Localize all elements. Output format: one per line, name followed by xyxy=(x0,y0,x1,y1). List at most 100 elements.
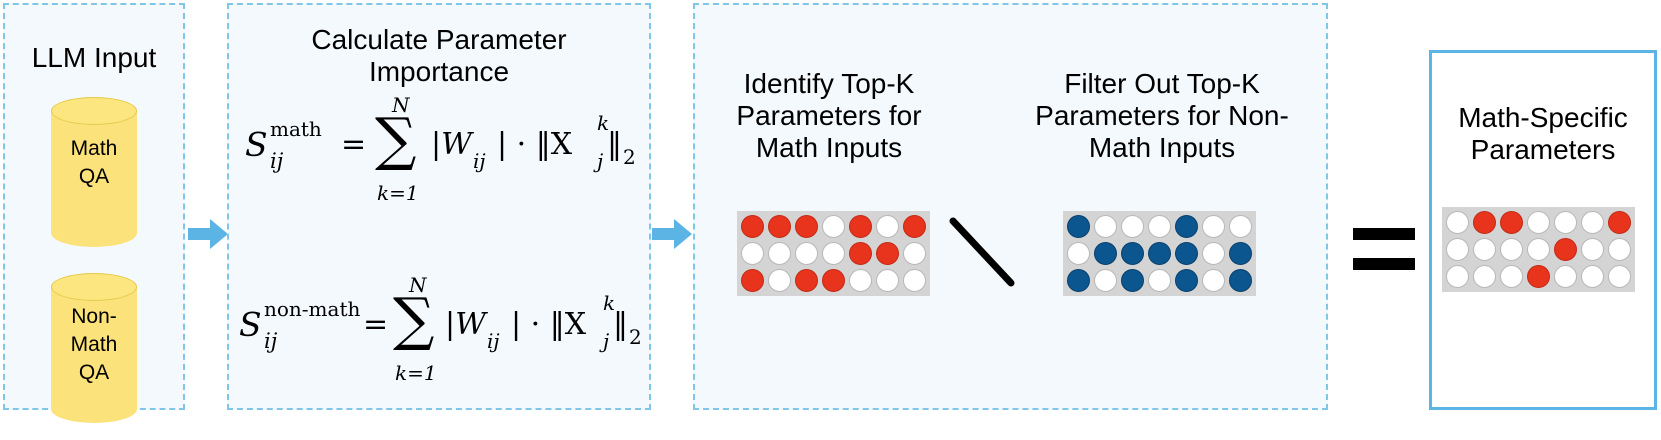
f2-body: |W xyxy=(445,307,486,342)
f1-body2-superscript: k xyxy=(597,111,610,135)
f2-body-subscript: ij xyxy=(487,329,500,353)
non-math-parameter-cell xyxy=(1121,242,1144,265)
grid-row xyxy=(1446,211,1631,234)
empty-parameter-cell xyxy=(1554,265,1577,288)
non-math-parameter-cell xyxy=(1121,269,1144,292)
empty-parameter-cell xyxy=(1446,265,1469,288)
empty-parameter-cell xyxy=(1527,238,1550,261)
equals-icon xyxy=(1353,228,1415,270)
arrow-right-icon xyxy=(188,219,228,249)
grid-row xyxy=(741,269,926,292)
math-parameter-cell xyxy=(1554,238,1577,261)
math-parameter-cell xyxy=(1500,211,1523,234)
importance-title-line1: Calculate Parameter xyxy=(311,24,567,55)
llm-input-title: LLM Input xyxy=(31,42,157,73)
grid-row xyxy=(1067,215,1252,238)
empty-parameter-cell xyxy=(822,215,845,238)
f1-body-subscript: ij xyxy=(473,149,486,173)
empty-parameter-cell xyxy=(1473,265,1496,288)
non-math-parameter-cell xyxy=(1067,269,1090,292)
empty-parameter-cell xyxy=(1581,211,1604,234)
f1-sum-lower: k=1 xyxy=(377,181,419,205)
empty-parameter-cell xyxy=(768,242,791,265)
f1-subscript: ij xyxy=(270,149,284,173)
non-math-importance-formula: S non-math ij = N ∑ k=1 |W ij | · ‖X k j… xyxy=(239,273,649,393)
identify-title-line2: Parameters for xyxy=(736,100,922,131)
f1-equals: = xyxy=(341,127,367,162)
f2-superscript: non-math xyxy=(264,297,361,321)
f1-superscript: math xyxy=(270,117,322,141)
non-math-parameter-cell xyxy=(1094,242,1117,265)
grid-row xyxy=(741,242,926,265)
grid-row xyxy=(1067,269,1252,292)
non-math-qa-label-line2: Math xyxy=(70,333,118,356)
f2-body2-superscript: k xyxy=(603,291,616,315)
f1-norm: ‖ xyxy=(607,127,622,162)
f2-sum-lower: k=1 xyxy=(395,361,437,385)
empty-parameter-cell xyxy=(822,242,845,265)
f1-norm-subscript: 2 xyxy=(623,145,636,169)
identify-title-line1: Identify Top-K xyxy=(743,68,915,99)
non-math-parameter-cell xyxy=(1229,242,1252,265)
f2-sum-upper: N xyxy=(409,273,427,297)
empty-parameter-cell xyxy=(1581,265,1604,288)
filter-title-line1: Filter Out Top-K xyxy=(1064,68,1260,99)
math-specific-grid xyxy=(1442,207,1635,292)
math-importance-formula: S math ij = N ∑ k=1 |W ij | · ‖X k j ‖ 2 xyxy=(245,93,645,213)
math-parameter-cell xyxy=(768,215,791,238)
grid-row xyxy=(1446,238,1631,261)
empty-parameter-cell xyxy=(768,269,791,292)
math-qa-label-line1: Math xyxy=(70,137,118,160)
empty-parameter-cell xyxy=(1202,269,1225,292)
non-math-top-k-grid xyxy=(1063,211,1256,296)
empty-parameter-cell xyxy=(876,215,899,238)
f2-body2: | · ‖X xyxy=(511,307,587,342)
math-parameter-cell xyxy=(876,242,899,265)
empty-parameter-cell xyxy=(1202,242,1225,265)
non-math-parameter-cell xyxy=(1175,215,1198,238)
set-minus-icon xyxy=(949,217,1015,287)
empty-parameter-cell xyxy=(1446,211,1469,234)
non-math-parameter-cell xyxy=(1175,242,1198,265)
f2-subscript: ij xyxy=(264,329,278,353)
non-math-parameter-cell xyxy=(1175,269,1198,292)
non-math-qa-database-icon: Non- Math QA xyxy=(51,273,137,423)
f1-sum-icon: ∑ xyxy=(375,105,417,173)
f1-body: |W xyxy=(431,127,472,162)
math-specific-parameters-panel: Math-Specific Parameters xyxy=(1429,50,1657,410)
f1-symbol: S xyxy=(245,125,268,164)
empty-parameter-cell xyxy=(1500,238,1523,261)
math-parameter-cell xyxy=(795,215,818,238)
non-math-parameter-cell xyxy=(1229,269,1252,292)
non-math-qa-label-line3: QA xyxy=(78,361,110,384)
math-parameter-cell xyxy=(741,215,764,238)
filter-title-line3: Math Inputs xyxy=(1088,132,1236,163)
empty-parameter-cell xyxy=(1446,238,1469,261)
non-math-parameter-cell xyxy=(1067,215,1090,238)
empty-parameter-cell xyxy=(1229,215,1252,238)
empty-parameter-cell xyxy=(1067,242,1090,265)
f1-body2-subscript: j xyxy=(597,149,604,173)
math-parameter-cell xyxy=(1608,211,1631,234)
result-title-line1: Math-Specific xyxy=(1458,102,1628,133)
empty-parameter-cell xyxy=(1581,238,1604,261)
identify-title-line3: Math Inputs xyxy=(755,132,903,163)
empty-parameter-cell xyxy=(1500,265,1523,288)
empty-parameter-cell xyxy=(1094,269,1117,292)
math-parameter-cell xyxy=(741,269,764,292)
empty-parameter-cell xyxy=(741,242,764,265)
empty-parameter-cell xyxy=(903,242,926,265)
math-parameter-cell xyxy=(1527,265,1550,288)
empty-parameter-cell xyxy=(1148,215,1171,238)
top-k-selection-panel: Identify Top-K Parameters for Math Input… xyxy=(693,3,1328,410)
math-qa-database-icon: Math QA xyxy=(51,97,137,247)
empty-parameter-cell xyxy=(1554,211,1577,234)
empty-parameter-cell xyxy=(903,269,926,292)
empty-parameter-cell xyxy=(795,242,818,265)
empty-parameter-cell xyxy=(1473,238,1496,261)
result-title-line2: Parameters xyxy=(1470,134,1616,165)
empty-parameter-cell xyxy=(1202,215,1225,238)
f2-symbol: S xyxy=(239,305,262,344)
grid-row xyxy=(741,215,926,238)
math-parameter-cell xyxy=(849,215,872,238)
